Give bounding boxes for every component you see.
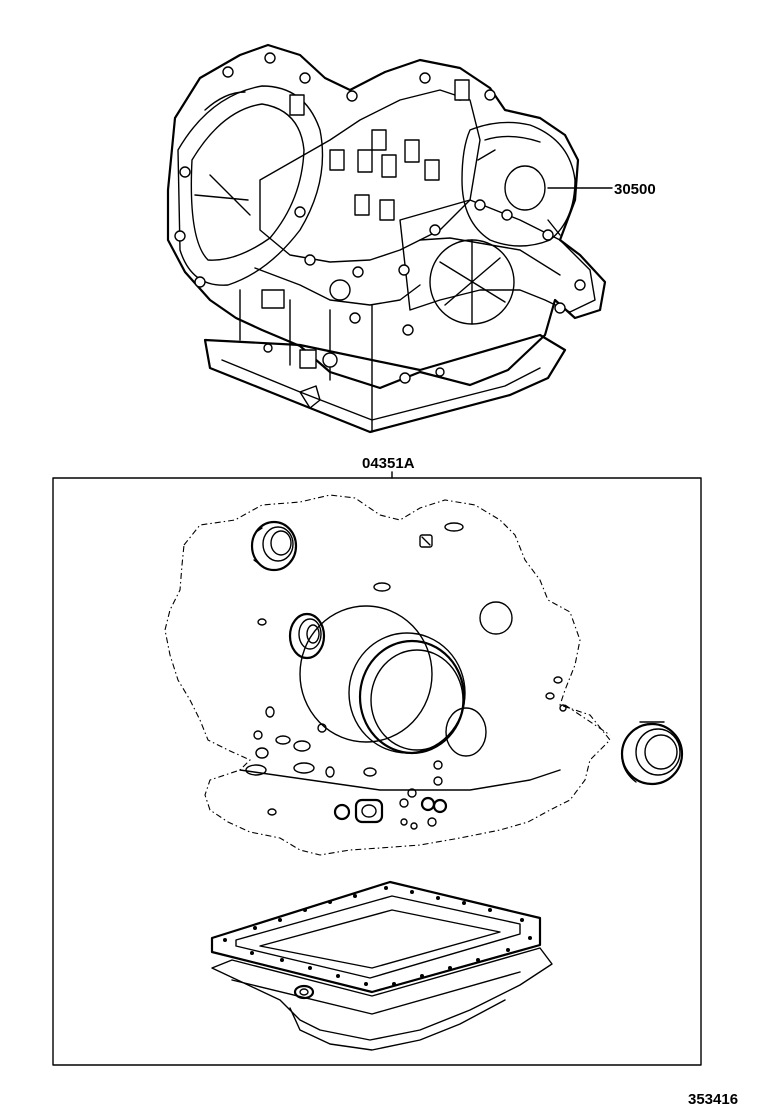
transaxle-assembly-drawing[interactable] — [166, 43, 607, 434]
label-overhaul-kit: 04351A — [362, 455, 415, 472]
oil-pan-gasket[interactable] — [210, 880, 542, 994]
oil-seal-rear[interactable] — [620, 721, 684, 786]
diagram-number: 353416 — [688, 1091, 738, 1108]
sleeve-small[interactable] — [419, 534, 433, 548]
o-ring-small-set[interactable] — [333, 788, 448, 830]
oil-seal-upper[interactable] — [250, 520, 298, 572]
oil-seal-middle[interactable] — [288, 612, 326, 660]
label-transmission-assembly: 30500 — [614, 181, 656, 198]
case-gasket[interactable] — [164, 494, 611, 856]
overhaul-kit-frame — [52, 477, 702, 1066]
oil-pan[interactable] — [211, 947, 553, 1051]
o-ring-large-set[interactable] — [299, 605, 487, 757]
